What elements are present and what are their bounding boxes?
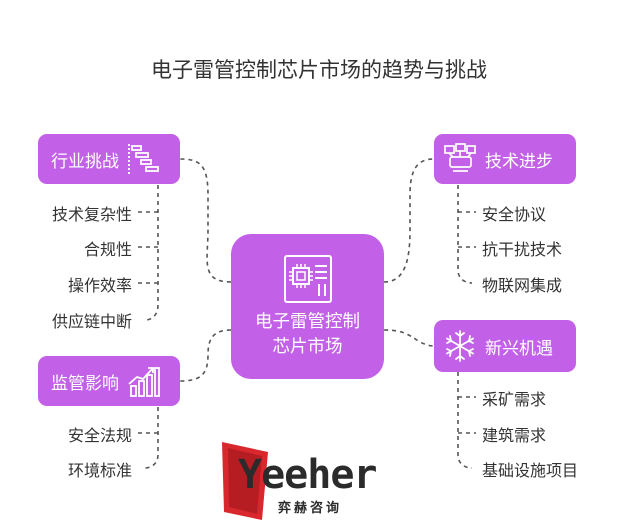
- node-label: 技术进步: [485, 151, 553, 172]
- leaf-item: 基础设施项目: [482, 461, 579, 480]
- snowflake-icon: [446, 330, 474, 362]
- gantt-icon: [128, 144, 159, 174]
- center-label: 电子雷管控制芯片市场: [255, 311, 360, 357]
- node-regulatory-impact[interactable]: 监管影响: [38, 356, 180, 406]
- leaf-item: 物联网集成: [482, 276, 563, 295]
- leaf-item: 安全协议: [482, 205, 547, 224]
- leaf-item: 抗干扰技术: [482, 240, 563, 259]
- leaf-item: 采矿需求: [482, 390, 547, 409]
- leaf-item: 技术复杂性: [51, 205, 132, 224]
- leaf-item: 合规性: [83, 240, 132, 259]
- logo-subtitle: 弈赫咨询: [278, 501, 343, 516]
- node-tech-progress[interactable]: 技术进步: [434, 134, 576, 184]
- diagram-title: 电子雷管控制芯片市场的趋势与挑战: [151, 58, 487, 82]
- leaf-item: 安全法规: [67, 426, 132, 445]
- center-node[interactable]: 电子雷管控制芯片市场: [231, 234, 384, 379]
- node-emerging-opportunities[interactable]: 新兴机遇: [434, 320, 576, 372]
- logo-wordmark: Yeeher: [238, 452, 377, 498]
- chip-icon: [283, 254, 332, 303]
- network-devices-icon: [444, 143, 476, 172]
- leaf-item: 供应链中断: [51, 312, 132, 331]
- leaf-item: 环境标准: [67, 461, 132, 480]
- node-industry-challenges[interactable]: 行业挑战: [38, 134, 180, 184]
- node-label: 新兴机遇: [485, 338, 553, 359]
- leaf-item: 操作效率: [67, 276, 132, 295]
- leaf-item: 建筑需求: [482, 426, 547, 445]
- node-label: 监管影响: [51, 373, 119, 394]
- growth-chart-icon: [128, 367, 160, 397]
- node-label: 行业挑战: [51, 151, 119, 172]
- yeeher-logo-mark: [222, 442, 268, 520]
